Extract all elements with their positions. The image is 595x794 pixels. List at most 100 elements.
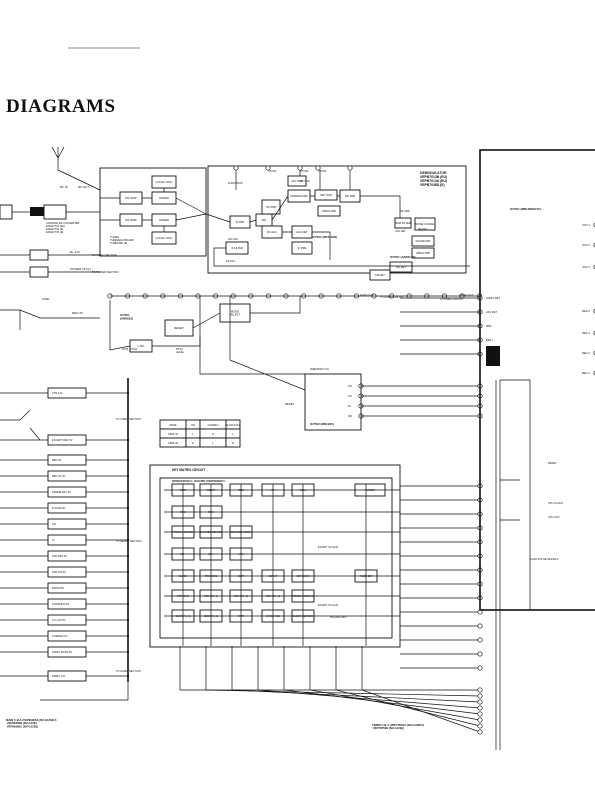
truth-value: H	[212, 432, 214, 436]
demod-label-3: TP7001	[268, 170, 277, 173]
key-2-0-label: TIMER C. BOARD	[173, 531, 193, 534]
tuner-mixer-1-label: MIXER	[159, 196, 169, 200]
reset-block-label: RESET	[174, 326, 184, 330]
key-note-2: EXCEPT NV-G120	[318, 604, 339, 607]
memory-pin-di: DI	[348, 404, 351, 408]
signal-label-15: AUDIO MUTE 5V	[52, 650, 72, 654]
key-5-4-label: PRESET (NORMAL)	[292, 595, 314, 598]
cpu-bottom-pin	[477, 705, 483, 711]
block-layer	[29, 175, 436, 682]
demod-block-5	[287, 175, 307, 187]
b-plus-connector	[29, 249, 49, 261]
to-video-circuit-label: TO VIDEO CIRCUIT	[440, 297, 464, 301]
truth-value: C800-41	[168, 432, 179, 436]
signal-label-6: D-ANALOG	[52, 506, 66, 510]
signal-label-14: CUE/REV 5V	[52, 634, 68, 638]
power-on-connector	[29, 266, 49, 278]
demod-block-15-label: NOISE CANCEL	[415, 222, 435, 226]
truth-header: SLOW STILL	[226, 424, 241, 427]
demod-label-8: VIDEO OUT	[460, 294, 474, 297]
key-0-5-label: POWER	[365, 489, 374, 492]
power-on-label: POWER ON (L)	[70, 267, 91, 271]
demod-block-18	[394, 217, 412, 229]
cpu-bottom-pin	[477, 687, 483, 693]
demod-block-17-label: VIDEO AMP	[416, 251, 431, 255]
truth-value: L	[192, 432, 194, 436]
wire	[40, 682, 129, 701]
key-0-4-label: STILL	[300, 489, 307, 492]
converter-block	[30, 207, 44, 216]
tuner-rf-amp-1-label: RF AMP	[125, 196, 136, 200]
wire	[179, 646, 480, 691]
key-4-0-label: CLOCK	[179, 575, 188, 578]
key-note-1: EXCEPT NV-G120	[318, 546, 339, 549]
page-title: DIAGRAMS	[6, 96, 116, 117]
to-servo-section-label: TO SERVO SECTION	[116, 539, 142, 543]
demod-label-9: AUDIO OUT	[360, 294, 374, 297]
demod-label-2: DET ADJ	[300, 180, 311, 183]
cpu-out-label-4: REG 5	[582, 309, 590, 313]
cpu-out-label-1: OSC 1	[582, 223, 590, 227]
demod-ic-main-label: IC7001 (M51116D)	[312, 235, 337, 239]
demod-label-6: AFC ADJ	[228, 238, 239, 241]
key-3-1-label: CH ↓	[208, 553, 213, 556]
demod-block-6-label: VIDEO AMP	[322, 209, 337, 213]
test-point	[347, 165, 353, 171]
demod-block-16	[411, 235, 435, 247]
demod-block-11	[291, 241, 313, 255]
b-plus-label: B+ 12V	[70, 250, 80, 254]
wire	[205, 195, 470, 267]
to-video-label-power: TO VIDEO SECTION	[92, 253, 117, 257]
cpu-bottom-pin	[477, 699, 483, 705]
signal-label-7: CE	[52, 522, 56, 526]
demod-label-12: SIF DET	[418, 228, 428, 231]
rf-out-label: RF OUT	[78, 185, 89, 189]
key-5-1-label: OTR (ON +1)	[204, 595, 218, 598]
truth-value: H	[192, 441, 194, 445]
wire	[231, 646, 481, 703]
cpu-reset-label: RESET	[548, 461, 557, 465]
key-4-1-label: PROGRAM	[205, 575, 217, 578]
test-point	[233, 165, 239, 171]
truth-value: L	[232, 432, 234, 436]
tuner-section	[0, 146, 207, 257]
wire	[109, 296, 301, 351]
demod-block-2-label: MIX	[262, 218, 267, 222]
key-4-2-label: NEXT	[238, 575, 245, 578]
demod-block-4-label: CARRIER AMP	[290, 194, 308, 198]
signal-label-2: EXCEPT REC 5V	[52, 438, 73, 442]
wire	[100, 188, 207, 232]
demod-label-5: TP7003	[318, 170, 327, 173]
tuner-local-osc-1-label: LOCAL OSC	[155, 180, 173, 184]
demod-block-9-label: RF AGC	[267, 230, 277, 234]
cpu-key-pin	[477, 623, 483, 629]
converter-frame	[43, 204, 67, 220]
truth-header: MODE	[169, 424, 177, 427]
memory-reset-label: RESET	[285, 402, 295, 406]
demod-label-11: SIF AMP	[400, 210, 410, 213]
tuner-mixer-2-label: MIXER	[159, 218, 169, 222]
key-6-2-label: FAST	[238, 615, 245, 618]
signal-label-10: CAP ON 5V	[52, 570, 66, 574]
cpu-pin-label-1: AUDIO DET	[486, 296, 501, 300]
signal-label-1: VTR 12V	[52, 391, 63, 395]
memory-pin-ck: CK	[348, 394, 352, 398]
demod-block-5-label: AFC DET	[291, 179, 303, 183]
lpf-block-label: L.P.F	[138, 344, 145, 348]
key-0-3-label: F.F	[271, 489, 275, 492]
wire	[257, 646, 481, 709]
to-audio-circuit-label: TO AUDIO CIRCUIT	[380, 295, 404, 299]
wire	[500, 379, 531, 610]
mode-ic-label: IC7001(AN6633)	[120, 313, 133, 320]
key-1-1-label: PLAY	[208, 511, 214, 514]
signal-label-16: DIREC 12V	[52, 674, 66, 678]
truth-value: C800-42	[168, 441, 179, 445]
signal-label-11: EP/SLOW	[52, 586, 64, 590]
key-matrix-inner	[159, 477, 393, 639]
demod-block-17	[411, 247, 435, 259]
key-2-1-label: COUNTER MEMORY	[199, 531, 223, 534]
demod-label-10: OSC DET	[395, 230, 406, 233]
key-0-0-label: STOP	[180, 489, 187, 492]
